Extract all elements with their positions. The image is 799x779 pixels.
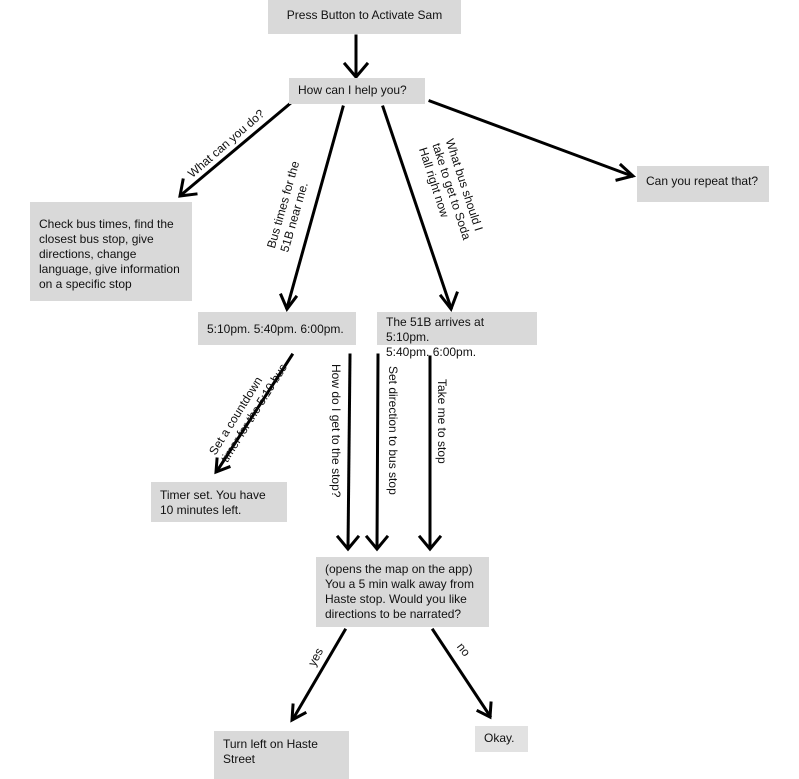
edge-label-set-direction: Set direction to bus stop [386, 366, 400, 495]
node-map-opened: (opens the map on the app) You a 5 min w… [316, 557, 489, 627]
node-bus-times-result: 5:10pm. 5:40pm. 6:00pm. [198, 312, 356, 345]
node-capabilities: Check bus times, find the closest bus st… [30, 202, 192, 301]
node-okay: Okay. [475, 726, 528, 752]
node-arrival-result: The 51B arrives at 5:10pm. 5:40pm. 6:00p… [377, 312, 537, 359]
node-repeat: Can you repeat that? [637, 166, 769, 202]
node-how-can-i-help: How can I help you? [289, 78, 425, 104]
node-timer-set: Timer set. You have 10 minutes left. [151, 482, 287, 522]
edge-label-take-me: Take me to stop [435, 379, 449, 464]
node-turn-left: Turn left on Haste Street [214, 731, 349, 779]
node-press-button: Press Button to Activate Sam [268, 0, 461, 34]
edge-label-get-to-stop: How do I get to the stop? [329, 364, 343, 498]
